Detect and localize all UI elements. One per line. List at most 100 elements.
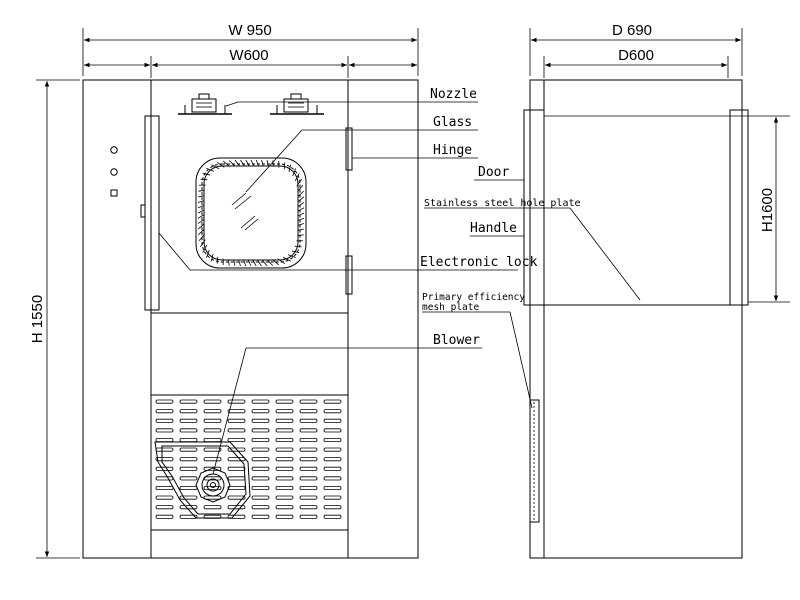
grille-slot	[155, 505, 174, 510]
grille-slot	[323, 466, 342, 471]
grille-slot	[299, 514, 318, 519]
grille-slot	[203, 437, 222, 442]
grille-slot	[251, 428, 270, 433]
grille-slot	[323, 409, 342, 414]
grille-slot	[299, 485, 318, 490]
grille-slot	[275, 514, 294, 519]
grille-slot	[299, 428, 318, 433]
grille-slot	[299, 505, 318, 510]
grille-slot	[227, 457, 246, 462]
grille-slot	[251, 476, 270, 481]
grille-slot	[227, 514, 246, 519]
side-door-right	[729, 109, 749, 306]
grille-slot	[275, 476, 294, 481]
grille-slot	[251, 409, 270, 414]
grille-slot	[179, 457, 198, 462]
grille-slot	[155, 399, 174, 404]
grille-slot	[179, 466, 198, 471]
grille-slot	[299, 409, 318, 414]
grille-slot	[323, 428, 342, 433]
glass-window	[195, 157, 307, 269]
grille-slot	[155, 466, 174, 471]
grille-slot	[203, 505, 222, 510]
dim-h1600: H1600	[759, 188, 776, 232]
grille-slot	[179, 447, 198, 452]
label-glass: Glass	[433, 115, 472, 130]
grille-slot	[323, 514, 342, 519]
switch-button-icon	[110, 189, 118, 197]
grille-slot	[203, 409, 222, 414]
grille-slot	[299, 476, 318, 481]
hinge-lower	[345, 255, 353, 295]
dim-d600: D600	[618, 47, 654, 64]
label-electronic-lock: Electronic lock	[420, 255, 538, 270]
grille-slot	[203, 457, 222, 462]
grille-slot	[323, 399, 342, 404]
glass-frame-hatch	[197, 159, 305, 267]
grille-slot	[299, 399, 318, 404]
grille-slot	[179, 495, 198, 500]
grille-slot	[323, 418, 342, 423]
grille-slot	[323, 476, 342, 481]
grille-slot	[179, 476, 198, 481]
grille-slot	[251, 495, 270, 500]
label-handle: Handle	[470, 221, 517, 236]
dim-w950: W 950	[228, 22, 271, 39]
grille-slot	[299, 437, 318, 442]
grille-slot	[155, 495, 174, 500]
grille-slot	[155, 437, 174, 442]
grille-slot	[227, 485, 246, 490]
grille-slot	[299, 418, 318, 423]
grille-slot	[203, 428, 222, 433]
mesh-plate	[529, 399, 540, 523]
dim-w600: W600	[229, 47, 268, 64]
grille-slot	[323, 485, 342, 490]
front-cabinet-outline	[82, 79, 419, 559]
dim-d690: D 690	[612, 22, 652, 39]
label-stainless-steel-hole-plate: Stainless steel hole plate	[424, 198, 581, 209]
grille-slot	[179, 418, 198, 423]
label-blower: Blower	[433, 333, 480, 348]
grille-slot	[275, 428, 294, 433]
indicator-light-icon	[110, 168, 118, 176]
grille-slot	[323, 457, 342, 462]
door-latch	[140, 204, 146, 218]
grille-slot	[155, 485, 174, 490]
grille-slot	[227, 476, 246, 481]
grille-slot	[179, 485, 198, 490]
grille-slot	[323, 495, 342, 500]
grille-slot	[155, 476, 174, 481]
grille-slot	[155, 514, 174, 519]
grille-slot	[251, 457, 270, 462]
grille-slot	[227, 399, 246, 404]
blower-panel	[150, 394, 349, 531]
grille-slot	[179, 437, 198, 442]
grille-slot	[155, 409, 174, 414]
grille-slot	[251, 437, 270, 442]
grille-slot	[227, 409, 246, 414]
grille-slot	[251, 514, 270, 519]
grille-slot	[323, 437, 342, 442]
grille-slot	[227, 437, 246, 442]
grille-slot	[275, 495, 294, 500]
grille-slot	[203, 485, 222, 490]
grille-slot	[275, 466, 294, 471]
grille-slot	[275, 457, 294, 462]
grille-slot	[251, 399, 270, 404]
grille-slot	[227, 447, 246, 452]
label-mesh-plate: mesh plate	[422, 302, 479, 313]
indicator-light-icon	[110, 146, 118, 154]
grille-slot	[251, 485, 270, 490]
grille-slot	[323, 505, 342, 510]
grille-slot	[155, 418, 174, 423]
nozzle-left-icon	[178, 93, 232, 115]
nozzle-right-icon	[270, 93, 324, 115]
grille-slot	[155, 447, 174, 452]
side-cabinet-outline	[529, 79, 743, 559]
grille-slot	[275, 485, 294, 490]
dim-h1550: H 1550	[29, 295, 46, 343]
grille-slot	[203, 418, 222, 423]
grille-slot	[299, 457, 318, 462]
grille-slot	[155, 457, 174, 462]
